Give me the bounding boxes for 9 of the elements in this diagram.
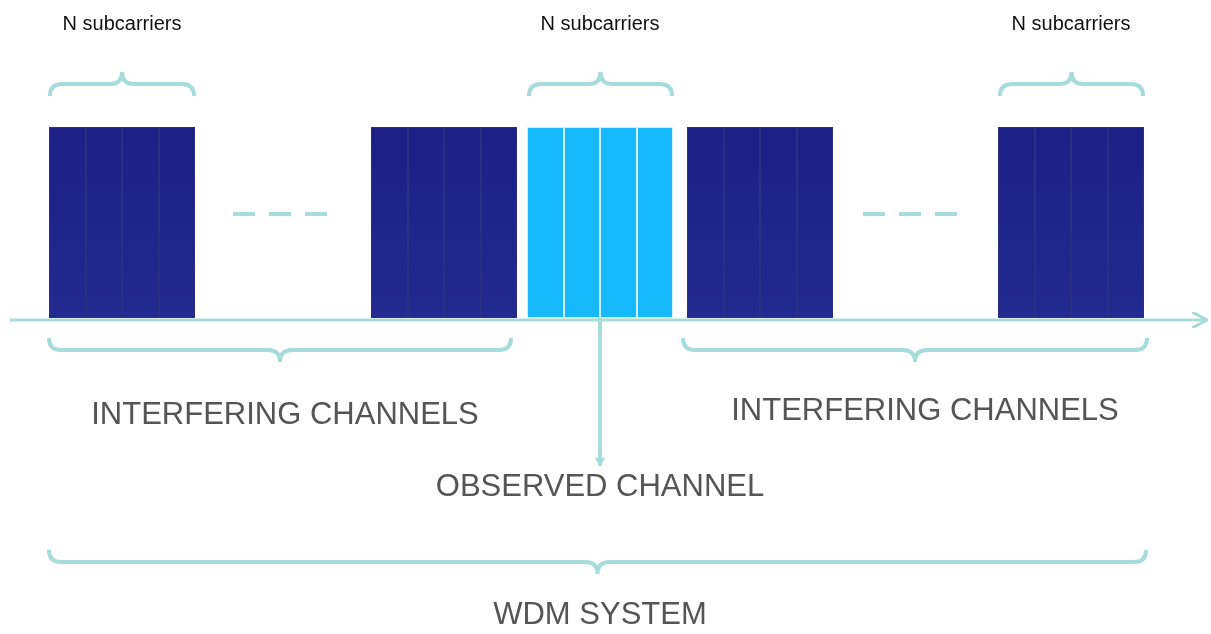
subcarrier-count-label: N subcarriers [540,11,660,36]
channel-label: OBSERVED CHANNEL [380,468,820,504]
channel-group-label: INTERFERING CHANNELS [730,392,1120,428]
subcarrier-count-label: N subcarriers [1011,11,1131,36]
arrow [595,318,605,467]
channel-group-label: WDM SYSTEM [492,596,708,632]
subcarrier-count-label: N subcarriers [62,11,182,36]
channel-group-label: INTERFERING CHANNELS [90,396,480,432]
channel-block [527,127,673,318]
